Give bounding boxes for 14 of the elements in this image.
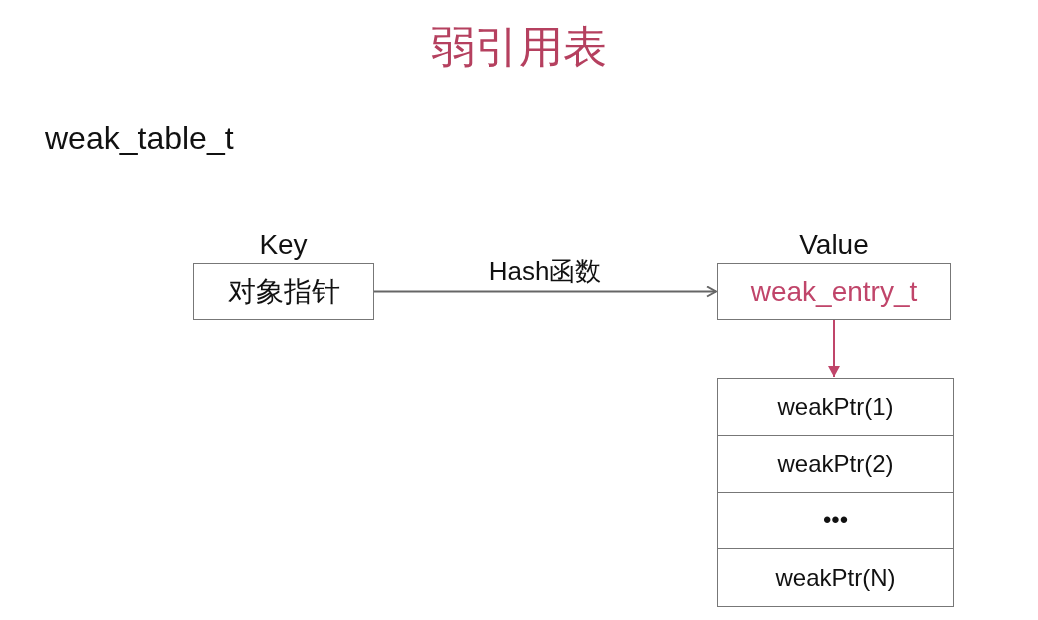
table-row: ••• [718,492,953,550]
column-heading: Value [798,228,870,262]
list-box [717,378,954,607]
entry-box: 对象指针 [193,263,374,320]
entry-box: weak_entry_t [717,263,951,320]
title: 弱引用表 [430,21,608,73]
table-row: weakPtr(1) [718,379,953,436]
column-heading: Key [258,228,309,262]
label-text: weak_table_t [45,120,234,157]
arrow [828,319,840,378]
table-row: weakPtr(2) [718,435,953,493]
edge-label: Hash函数 [487,254,603,288]
arrow [373,285,717,298]
table-row: weakPtr(N) [718,549,953,606]
